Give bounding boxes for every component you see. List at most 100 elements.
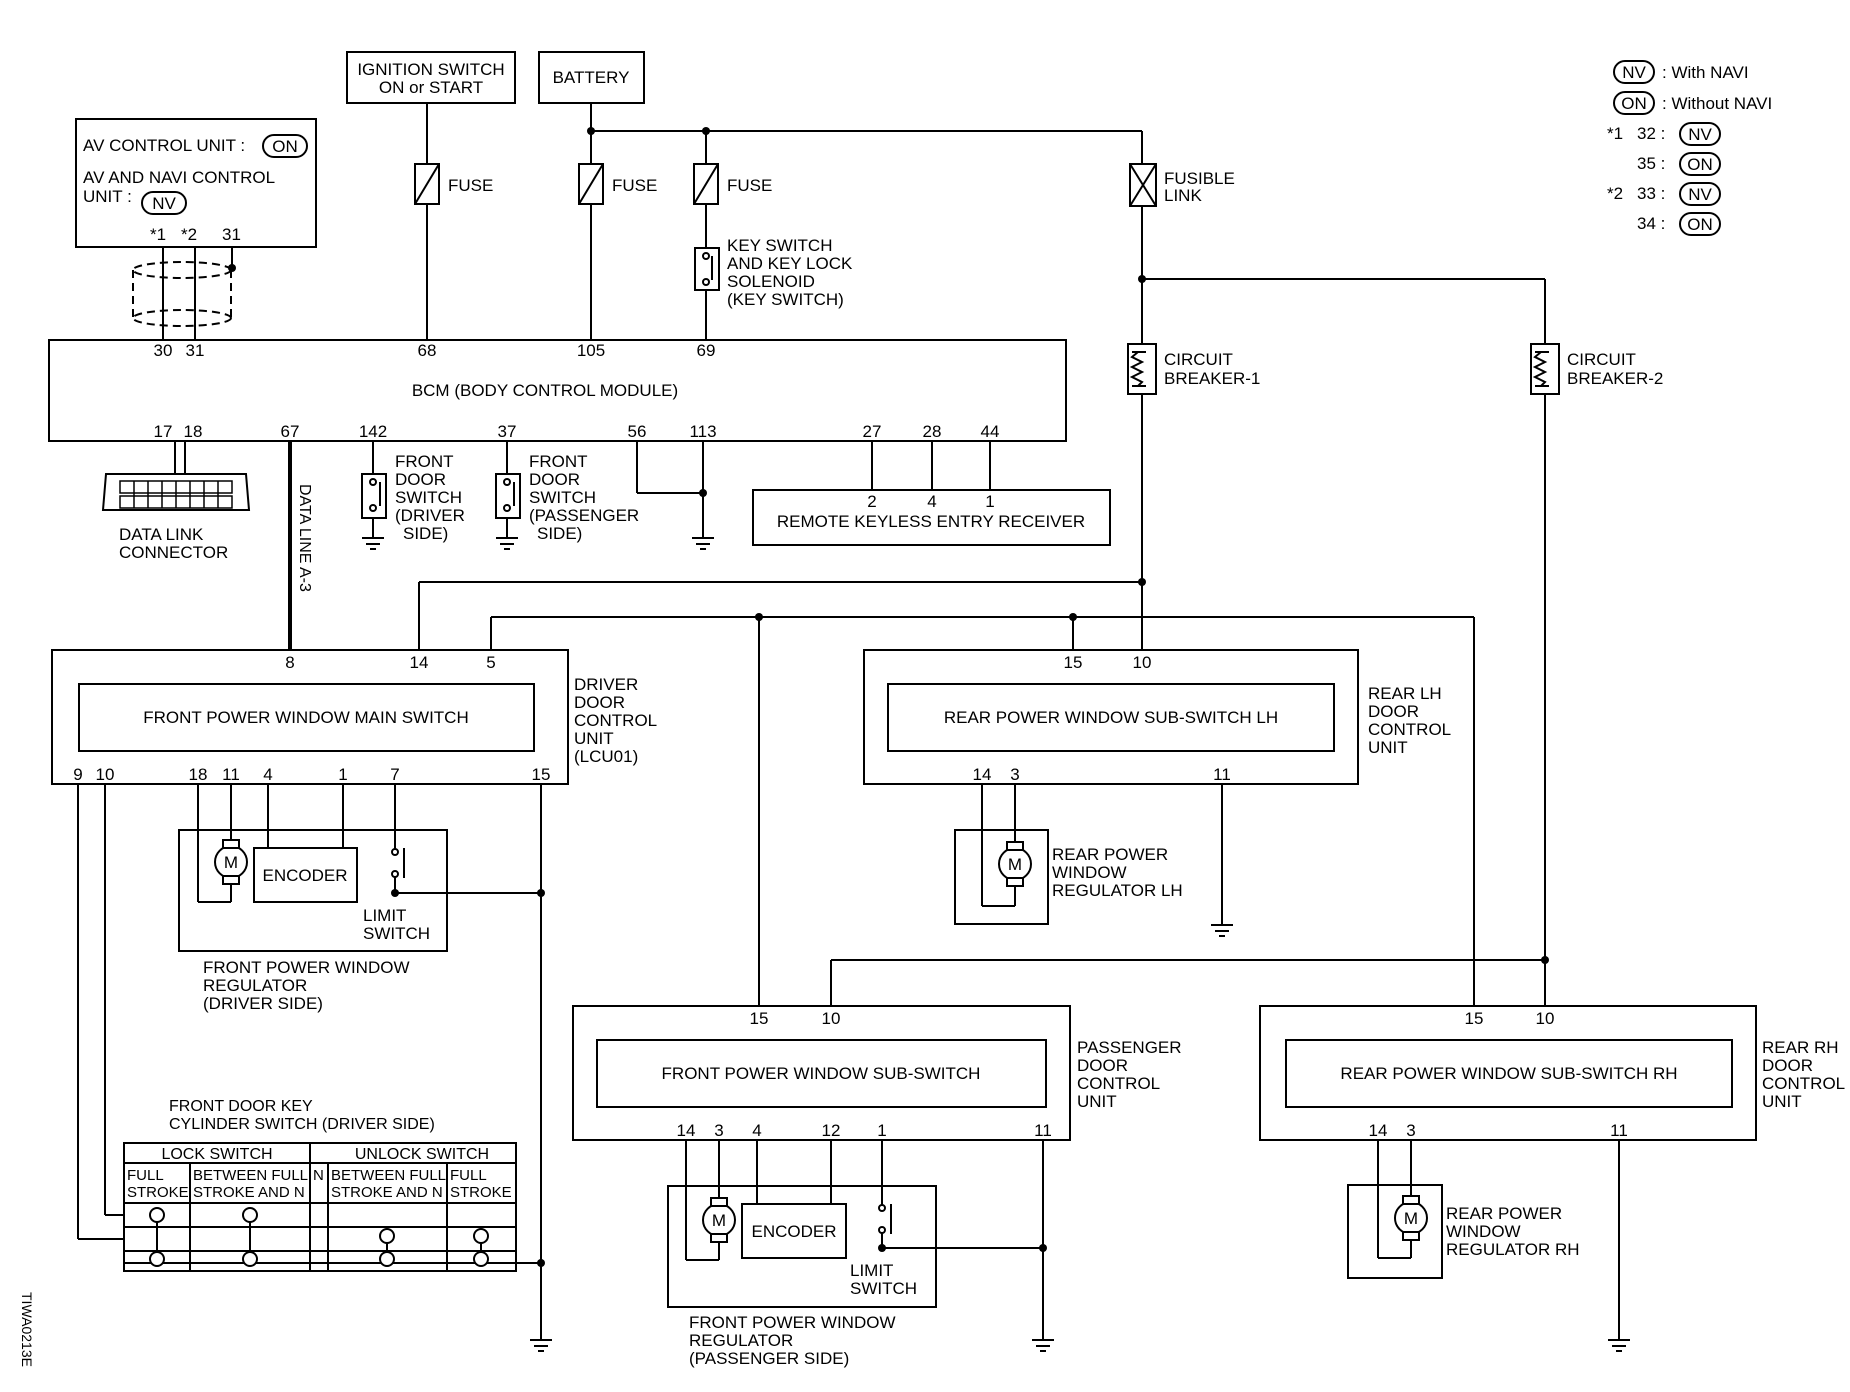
- battery: BATTERY: [538, 51, 645, 104]
- svg-text:CYLINDER SWITCH (DRIVER SIDE): CYLINDER SWITCH (DRIVER SIDE): [169, 1116, 435, 1133]
- rear-lh-door-control-unit: REAR POWER WINDOW SUB-SWITCH LH 15 10 14…: [863, 649, 1451, 785]
- rear-regulator-lh: M REAR POWER WINDOW REGULATOR LH: [954, 784, 1183, 925]
- ignition-switch: IGNITION SWITCH ON or START: [346, 51, 516, 104]
- svg-text:CONTROL: CONTROL: [1368, 720, 1451, 739]
- svg-text:1: 1: [985, 492, 994, 511]
- fuse-battery-1: FUSE: [578, 163, 657, 205]
- svg-text:BREAKER-1: BREAKER-1: [1164, 369, 1260, 388]
- svg-text:113: 113: [689, 422, 716, 441]
- remote-keyless-entry-receiver: 2 4 1 REMOTE KEYLESS ENTRY RECEIVER: [752, 441, 1111, 546]
- svg-text:DATA LINK: DATA LINK: [119, 525, 204, 544]
- svg-text:ON: ON: [272, 137, 298, 156]
- svg-text:14: 14: [973, 765, 992, 784]
- svg-text:BREAKER-2: BREAKER-2: [1567, 369, 1663, 388]
- svg-text:REAR POWER WINDOW SUB-SWITCH R: REAR POWER WINDOW SUB-SWITCH RH: [1340, 1064, 1677, 1083]
- svg-text:REGULATOR LH: REGULATOR LH: [1052, 881, 1183, 900]
- svg-text:(DRIVER SIDE): (DRIVER SIDE): [203, 994, 323, 1013]
- svg-text:AND KEY LOCK: AND KEY LOCK: [727, 254, 853, 273]
- svg-text:BETWEEN FULL: BETWEEN FULL: [193, 1167, 308, 1184]
- svg-text:CONTROL: CONTROL: [1077, 1074, 1160, 1093]
- svg-text:67: 67: [281, 422, 300, 441]
- svg-text:10: 10: [96, 765, 115, 784]
- svg-text:105: 105: [577, 341, 605, 360]
- svg-text:SWITCH: SWITCH: [363, 924, 430, 943]
- svg-text:FUSE: FUSE: [612, 176, 657, 195]
- svg-text:LIMIT: LIMIT: [363, 906, 406, 925]
- supply-wiring: [426, 103, 1546, 1006]
- svg-text:15: 15: [750, 1009, 769, 1028]
- svg-text:AV AND NAVI CONTROL: AV AND NAVI CONTROL: [83, 168, 275, 187]
- svg-text:15: 15: [1465, 1009, 1484, 1028]
- svg-text:ON or START: ON or START: [379, 78, 483, 97]
- svg-text:STROKE: STROKE: [450, 1184, 512, 1201]
- svg-text:34 :: 34 :: [1637, 214, 1665, 233]
- svg-text:SIDE): SIDE): [537, 524, 582, 543]
- svg-text:(DRIVER: (DRIVER: [395, 506, 465, 525]
- svg-text:FRONT: FRONT: [395, 452, 454, 471]
- svg-text:*2: *2: [181, 225, 197, 244]
- front-door-switch-passenger: FRONT DOOR SWITCH (PASSENGER SIDE): [495, 441, 639, 550]
- svg-text:REAR POWER: REAR POWER: [1446, 1204, 1562, 1223]
- svg-text:10: 10: [822, 1009, 841, 1028]
- svg-text:CONNECTOR: CONNECTOR: [119, 543, 228, 562]
- svg-text:3: 3: [1010, 765, 1019, 784]
- svg-text:32 :: 32 :: [1637, 124, 1665, 143]
- rear-lh-ground: [1211, 784, 1233, 937]
- svg-text:142: 142: [359, 422, 387, 441]
- figure-id: TIWA0213E: [19, 1292, 35, 1367]
- svg-text:M: M: [1404, 1209, 1418, 1228]
- svg-text:3: 3: [714, 1121, 723, 1140]
- svg-text:LIMIT: LIMIT: [850, 1261, 893, 1280]
- svg-text:15: 15: [1064, 653, 1083, 672]
- svg-text:UNIT: UNIT: [1368, 738, 1408, 757]
- svg-text:(PASSENGER SIDE): (PASSENGER SIDE): [689, 1349, 849, 1368]
- circuit-breaker-1: CIRCUIT BREAKER-1: [1127, 343, 1260, 395]
- svg-text:BCM (BODY CONTROL MODULE): BCM (BODY CONTROL MODULE): [412, 381, 678, 400]
- svg-text:REMOTE KEYLESS ENTRY RECEIVER: REMOTE KEYLESS ENTRY RECEIVER: [777, 512, 1085, 531]
- svg-text:FRONT POWER WINDOW MAIN SWITCH: FRONT POWER WINDOW MAIN SWITCH: [143, 708, 469, 727]
- svg-text:REAR LH: REAR LH: [1368, 684, 1442, 703]
- svg-text:REGULATOR: REGULATOR: [689, 1331, 793, 1350]
- svg-text:11: 11: [1213, 765, 1231, 784]
- data-line: DATA LINE A-3: [288, 441, 313, 650]
- svg-text:LINK: LINK: [1164, 186, 1202, 205]
- svg-text:UNIT: UNIT: [1077, 1092, 1117, 1111]
- svg-text:FUSIBLE: FUSIBLE: [1164, 169, 1235, 188]
- svg-text:FRONT POWER WINDOW SUB-SWITCH: FRONT POWER WINDOW SUB-SWITCH: [662, 1064, 981, 1083]
- svg-text:4: 4: [263, 765, 272, 784]
- svg-text:37: 37: [498, 422, 517, 441]
- svg-text:DOOR: DOOR: [529, 470, 580, 489]
- fuse-ignition: FUSE: [414, 163, 493, 205]
- svg-text:27: 27: [863, 422, 882, 441]
- svg-text:11: 11: [1610, 1121, 1628, 1140]
- svg-text:*2: *2: [1607, 184, 1623, 203]
- svg-text:4: 4: [752, 1121, 761, 1140]
- fusible-link: FUSIBLE LINK: [1129, 163, 1235, 207]
- svg-text:LOCK SWITCH: LOCK SWITCH: [161, 1146, 272, 1163]
- key-cylinder-switch: FRONT DOOR KEY CYLINDER SWITCH (DRIVER S…: [77, 784, 541, 1272]
- svg-text:FULL: FULL: [127, 1167, 164, 1184]
- bus-wiring: [418, 578, 1549, 1006]
- svg-text:44: 44: [981, 422, 1000, 441]
- svg-text:FRONT POWER WINDOW: FRONT POWER WINDOW: [689, 1313, 896, 1332]
- svg-text:KEY SWITCH: KEY SWITCH: [727, 236, 832, 255]
- svg-text:SWITCH: SWITCH: [529, 488, 596, 507]
- svg-text:DOOR: DOOR: [395, 470, 446, 489]
- svg-text:31: 31: [186, 341, 205, 360]
- svg-text:UNLOCK SWITCH: UNLOCK SWITCH: [355, 1146, 489, 1163]
- svg-text:M: M: [712, 1211, 726, 1230]
- svg-text:BATTERY: BATTERY: [553, 68, 630, 87]
- svg-text:REAR POWER WINDOW SUB-SWITCH L: REAR POWER WINDOW SUB-SWITCH LH: [944, 708, 1278, 727]
- svg-text:18: 18: [189, 765, 208, 784]
- circuit-breaker-2: CIRCUIT BREAKER-2: [1530, 343, 1663, 395]
- svg-text:NV: NV: [1688, 185, 1712, 204]
- rear-rh-ground: [1608, 1140, 1630, 1352]
- svg-text:35 :: 35 :: [1637, 154, 1665, 173]
- svg-text:WINDOW: WINDOW: [1446, 1222, 1521, 1241]
- svg-text:5: 5: [486, 653, 495, 672]
- svg-text:28: 28: [923, 422, 942, 441]
- front-regulator-passenger: M ENCODER LIMIT SWITCH FRONT POWER WINDO…: [667, 1140, 1043, 1368]
- svg-text:7: 7: [390, 765, 399, 784]
- svg-text:CONTROL: CONTROL: [1762, 1074, 1845, 1093]
